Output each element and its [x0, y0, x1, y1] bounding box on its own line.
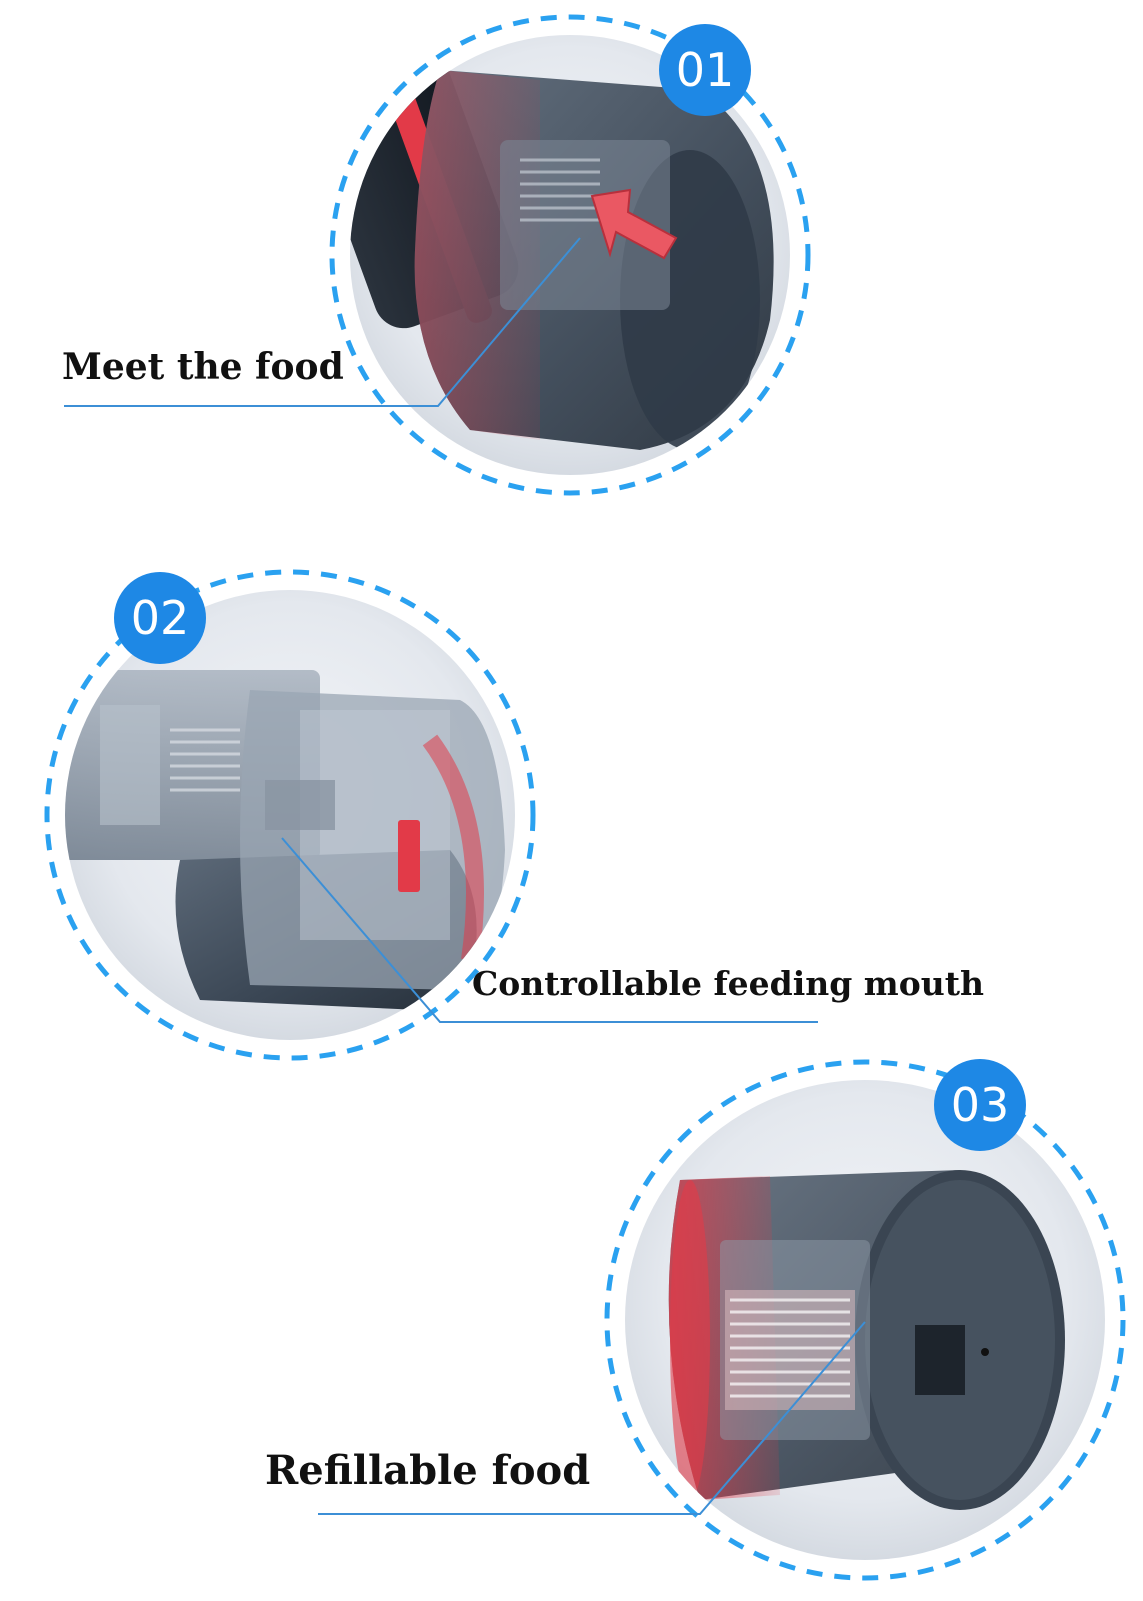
dashed-ring-1 — [329, 14, 811, 496]
feeder-photo-3 — [668, 1170, 1065, 1510]
badge-1-circle — [659, 24, 751, 116]
label-controllable-feeding-mouth: Controllable feeding mouth — [472, 964, 984, 1003]
badge-2-text: 02 — [131, 591, 190, 645]
dashed-ring-3 — [604, 1059, 1126, 1581]
leader-line-3 — [318, 1321, 866, 1515]
leader-line-2 — [281, 837, 818, 1023]
label-meet-the-food: Meet the food — [62, 346, 344, 388]
badge-1-text: 01 — [676, 43, 735, 97]
badge-3-circle — [934, 1059, 1026, 1151]
leader-line-1 — [64, 237, 581, 407]
dashed-ring-2 — [44, 569, 536, 1061]
feeder-photo-2 — [65, 670, 505, 1010]
badge-2-circle — [114, 572, 206, 664]
badge-3-text: 03 — [951, 1078, 1010, 1132]
label-refillable-food: Refillable food — [265, 1447, 591, 1494]
feeder-photo-1 — [350, 35, 774, 450]
